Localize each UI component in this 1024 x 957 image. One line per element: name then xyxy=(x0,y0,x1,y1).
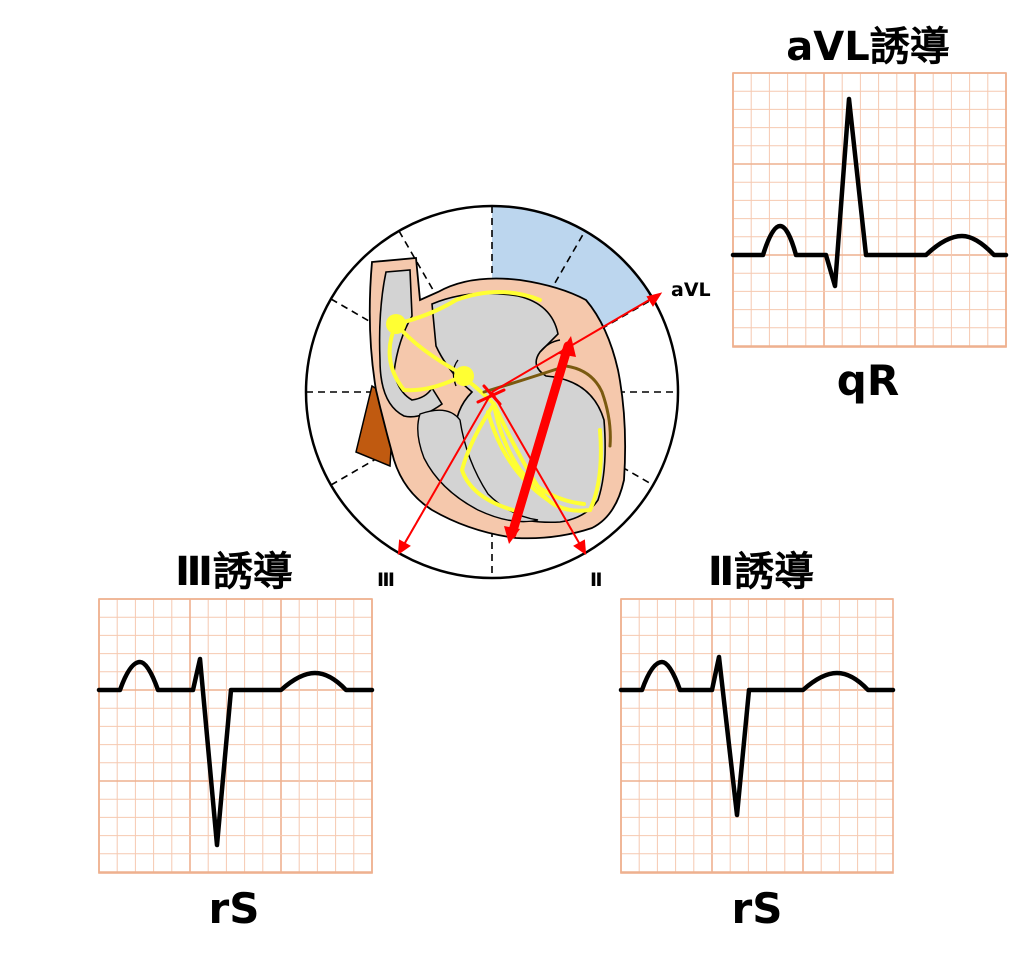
ii-arrowhead xyxy=(573,539,587,556)
avl-arrowhead xyxy=(646,292,663,307)
sinus-node xyxy=(386,314,406,334)
iii-lead-title: Ⅲ誘導 xyxy=(175,549,293,595)
axis-label-ii: Ⅱ xyxy=(590,569,603,591)
iii-grid xyxy=(98,598,373,874)
avl-lead-title: aVL誘導 xyxy=(786,24,949,70)
axis-label-iii: Ⅲ xyxy=(377,569,395,591)
avl-grid xyxy=(732,72,1007,348)
axis-label-avl: aVL xyxy=(671,279,711,301)
iii-ecg-trace xyxy=(96,656,375,848)
iii-panel: Ⅲ誘導 rS xyxy=(96,549,375,933)
av-node xyxy=(454,366,474,386)
iii-arrowhead xyxy=(397,539,411,556)
ii-grid xyxy=(620,598,894,874)
right-ventricle xyxy=(417,409,539,523)
lead-axes xyxy=(397,292,663,556)
ii-lead-title: Ⅱ誘導 xyxy=(708,549,814,595)
ii-panel: Ⅱ誘導 rS xyxy=(618,549,896,933)
heart-illustration xyxy=(355,257,627,540)
ii-morphology: rS xyxy=(732,884,783,933)
ii-ecg-trace xyxy=(618,654,896,818)
avl-ecg-trace xyxy=(730,96,1009,289)
avl-panel: aVL誘導 qR xyxy=(730,24,1009,405)
avl-morphology: qR xyxy=(837,356,899,405)
qrs-vector xyxy=(504,336,576,544)
blocked-fascicle xyxy=(482,364,612,448)
iii-morphology: rS xyxy=(209,884,260,933)
